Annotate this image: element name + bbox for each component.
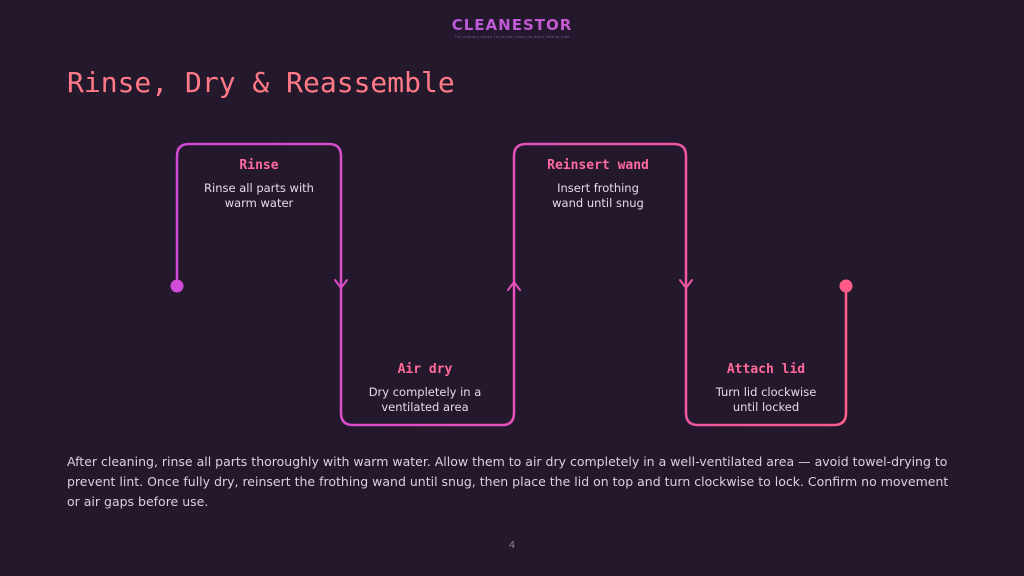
end-dot	[839, 279, 853, 293]
arrow-down-1-icon	[334, 279, 348, 289]
step-title: Attach lid	[726, 362, 806, 377]
step-air-dry: Air dry Dry completely in a ventilated a…	[350, 362, 500, 415]
step-attach-lid: Attach lid Turn lid clockwise until lock…	[691, 362, 841, 415]
brand-logo: CLEANESTOR The ordinary Seuse 2in-to-tir…	[0, 16, 1024, 39]
page-number: 4	[508, 540, 516, 551]
step-description-line: Turn lid clockwise	[715, 385, 817, 399]
arrow-down-2-icon	[679, 279, 693, 289]
step-title: Air dry	[397, 362, 453, 377]
step-reinsert-wand: Reinsert wand Insert frothing wand until…	[523, 158, 673, 211]
step-rinse: Rinse Rinse all parts with warm water	[184, 158, 334, 211]
brand-tagline: The ordinary Seuse 2in-to-tire chess nor…	[454, 35, 570, 39]
step-description: Rinse all parts with warm water	[184, 181, 334, 211]
step-description: Insert frothing wand until snug	[523, 181, 673, 211]
step-description-line: wand until snug	[552, 196, 644, 210]
arrow-up-icon	[507, 281, 521, 291]
step-description-line: until locked	[732, 400, 800, 414]
step-description-line: Rinse all parts with	[204, 181, 314, 195]
step-description-line: Insert frothing	[557, 181, 639, 195]
step-title: Rinse	[239, 158, 279, 173]
step-description-line: warm water	[224, 196, 294, 210]
slide-title: Rinse, Dry & Reassemble	[67, 66, 455, 99]
summary-paragraph: After cleaning, rinse all parts thorough…	[67, 454, 949, 509]
step-description: Turn lid clockwise until locked	[691, 385, 841, 415]
step-title: Reinsert wand	[547, 158, 649, 173]
flow-path	[175, 142, 848, 427]
step-description: Dry completely in a ventilated area	[350, 385, 500, 415]
step-description-line: ventilated area	[381, 400, 469, 414]
step-description-line: Dry completely in a	[368, 385, 482, 399]
brand-name: CLEANESTOR	[0, 16, 1024, 34]
start-dot	[170, 279, 184, 293]
